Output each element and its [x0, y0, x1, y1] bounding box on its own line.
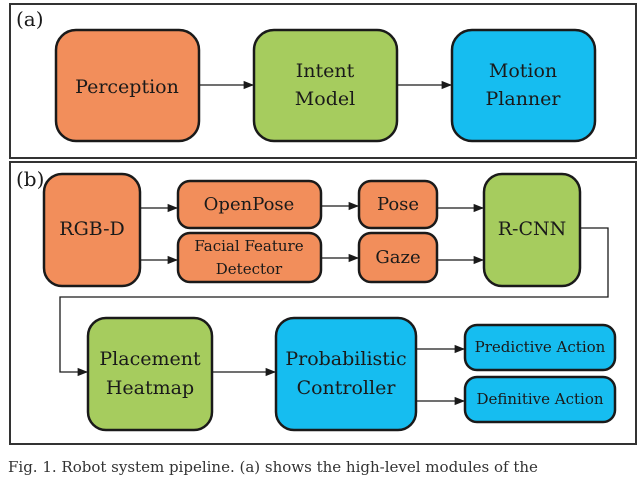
intent-model-label-line2: Model: [295, 88, 355, 110]
perception-box: [54, 28, 201, 143]
predictive-action-label: Predictive Action: [475, 338, 606, 356]
arrow-rcnn-to-placement-heatmap: [59, 227, 609, 377]
rcnn-label: R-CNN: [498, 218, 567, 240]
rgbd-label: RGB-D: [59, 218, 124, 240]
probabilistic-controller-box: [274, 316, 418, 432]
pose-label: Pose: [377, 194, 419, 215]
panel-a-frame: [9, 3, 637, 159]
gaze-label: Gaze: [375, 247, 420, 268]
motion-planner-box: [450, 28, 597, 143]
facial-feature-detector-label-line2: Detector: [216, 260, 283, 278]
placement-heatmap-box: [86, 316, 214, 432]
panel-a-label: (a): [16, 7, 44, 31]
rgbd-box: [42, 172, 142, 288]
pipeline-diagram: (a) Perception Intent Model Motion Plann…: [9, 3, 637, 445]
probabilistic-controller-label-line1: Probabilistic: [285, 348, 406, 370]
openpose-label: OpenPose: [204, 194, 295, 215]
rcnn-box: [482, 172, 582, 288]
perception-label: Perception: [75, 76, 179, 98]
intent-model-box: [252, 28, 399, 143]
motion-planner-label-line2: Planner: [486, 88, 562, 110]
probabilistic-controller-label-line2: Controller: [297, 377, 397, 399]
intent-model-label-line1: Intent: [296, 60, 355, 82]
placement-heatmap-label-line1: Placement: [99, 348, 201, 370]
motion-planner-label-line1: Motion: [489, 60, 557, 82]
panel-b-label: (b): [16, 167, 44, 191]
definitive-action-label: Definitive Action: [476, 390, 603, 408]
facial-feature-detector-label-line1: Facial Feature: [194, 237, 303, 255]
placement-heatmap-label-line2: Heatmap: [106, 377, 194, 399]
panel-b-frame: [9, 161, 637, 445]
figure-caption: Fig. 1. Robot system pipeline. (a) shows…: [8, 458, 538, 476]
